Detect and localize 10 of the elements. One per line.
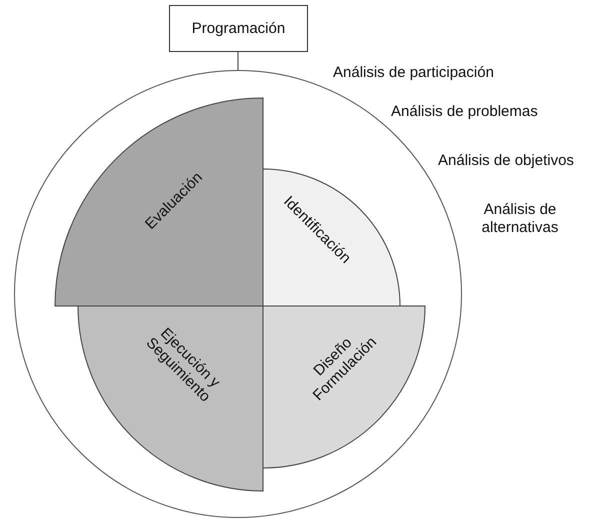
quadrant-sector <box>263 169 400 306</box>
analysis-label: Análisis de participación <box>333 64 494 82</box>
box-label: Programación <box>192 20 286 37</box>
quadrant-sector <box>55 98 263 306</box>
quadrant-sector <box>263 306 425 468</box>
analysis-label: Análisis de objetivos <box>438 152 574 170</box>
quadrant-sector <box>78 306 263 491</box>
analysis-label: Análisis de problemas <box>391 103 538 121</box>
analysis-label: Análisis de alternativas <box>480 201 560 237</box>
process-box <box>169 5 308 52</box>
